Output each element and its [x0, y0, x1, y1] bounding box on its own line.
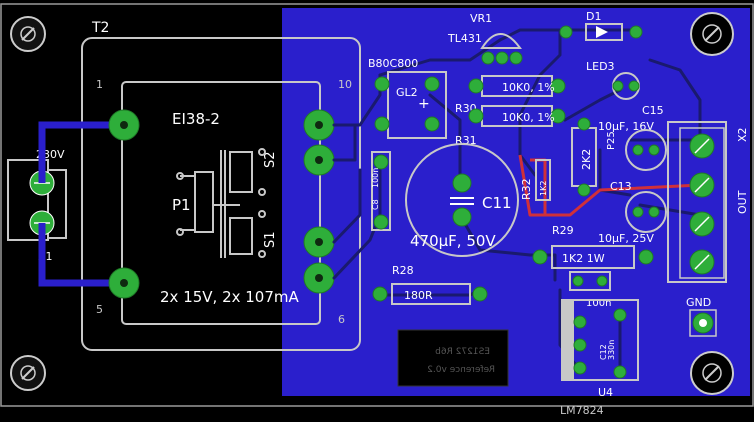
resistor-r30	[468, 75, 566, 97]
vref-name-label: VR1	[470, 12, 492, 25]
r29-value: 1K2 1W	[562, 252, 605, 265]
r32-name: R32	[520, 178, 533, 200]
c11-value: 470µF, 50V	[410, 232, 496, 250]
pin-5-label: 5	[96, 303, 103, 316]
secondary-1-label: S1	[263, 231, 278, 248]
trimmer-p25-label: P25	[606, 131, 617, 150]
c8-name: C8	[371, 199, 380, 210]
resistor-r32	[535, 159, 551, 201]
transformer-rating: 2x 15V, 2x 107mA	[160, 288, 300, 306]
c8-value: 100n	[371, 168, 380, 188]
x2-name: X2	[736, 127, 749, 142]
mounting-hole-top-right	[690, 12, 734, 56]
mirrored-line-1: ES1272 R6b	[435, 347, 490, 357]
capacitor-c11	[405, 143, 519, 257]
regulator-name-label: U4	[598, 386, 613, 399]
c13-name: C13	[610, 180, 632, 193]
regulator-u4	[561, 299, 639, 381]
transformer-type: EI38-2	[172, 110, 220, 128]
primary-trace-bottom	[38, 223, 124, 287]
c-100n-value: 100n	[586, 298, 611, 309]
transformer-pads	[108, 109, 335, 299]
resistor-2k2	[571, 117, 597, 197]
c12-value: 330n	[607, 340, 616, 360]
c13-value: 10µF, 25V	[598, 232, 654, 245]
resistor-r31	[468, 105, 566, 127]
c15-value: 10µF, 16V	[598, 120, 654, 133]
vref-part-label: TL431	[447, 32, 482, 45]
x2-label: OUT	[736, 190, 749, 214]
vref-vr1	[480, 33, 523, 65]
r30-value: 10K0, 1%	[502, 81, 555, 94]
led-led3	[612, 72, 640, 100]
capacitor-c8	[371, 151, 391, 231]
gnd-label: GND	[686, 296, 711, 309]
c11-name: C11	[482, 194, 512, 212]
c12-name: C12	[599, 344, 608, 360]
r-2k2-value: 2K2	[580, 149, 593, 170]
r29-name: R29	[552, 224, 574, 237]
r28-name: R28	[392, 264, 414, 277]
c15-name: C15	[642, 104, 664, 117]
transformer-name: T2	[91, 20, 109, 36]
connector-x2	[667, 121, 727, 283]
regulator-part-label: LM7824	[560, 404, 604, 417]
transformer-core	[121, 81, 321, 325]
mirrored-line-2: Reference v0.2	[427, 365, 495, 375]
rectifier-part-label: B80C800	[368, 57, 418, 70]
rectifier-gl2: +	[374, 71, 447, 139]
capacitor-c15	[625, 129, 667, 171]
mounting-hole-bottom-right	[690, 351, 734, 395]
diode-name-label: D1	[586, 10, 601, 23]
reference-label-block: ES1272 R6b Reference v0.2	[397, 329, 509, 387]
r31-value: 10K0, 1%	[502, 111, 555, 124]
pin-6-label: 6	[338, 313, 345, 326]
secondary-2-label: S2	[263, 151, 278, 168]
primary-label: P1	[172, 196, 191, 214]
diode-d1	[559, 23, 643, 41]
rectifier-name-label: GL2	[396, 86, 418, 99]
gnd-pad	[689, 309, 717, 337]
capacitor-c13	[625, 191, 667, 233]
transformer-symbol	[176, 148, 266, 258]
r32-value: 1K2	[539, 181, 548, 196]
mounting-hole-bottom-left	[10, 355, 46, 391]
resistor-r29	[532, 245, 654, 269]
r28-value: 180R	[404, 289, 433, 302]
pin-1-label: 1	[96, 78, 103, 91]
primary-trace-top	[38, 121, 124, 183]
pin-10-label: 10	[338, 78, 352, 91]
led-name-label: LED3	[586, 60, 615, 73]
capacitor-100n	[569, 271, 611, 291]
svg-text:+: +	[418, 96, 430, 112]
mounting-hole-top-left	[10, 16, 46, 52]
resistor-r28	[372, 283, 488, 305]
